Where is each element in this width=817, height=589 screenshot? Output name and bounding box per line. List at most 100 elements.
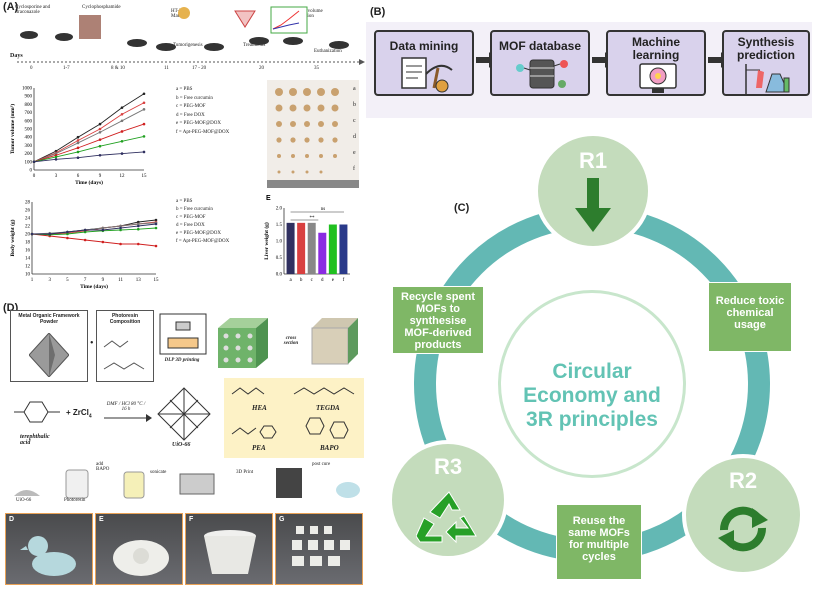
y-tick-label: 28 xyxy=(25,201,31,206)
data-point xyxy=(76,141,80,145)
data-point xyxy=(66,236,69,240)
legend-entry: d = Free DOX xyxy=(176,112,205,118)
legend-entry: c = PEG-MOF xyxy=(176,104,206,109)
resin-structure-icon xyxy=(103,340,145,370)
data-point xyxy=(136,227,140,231)
process-row: UiO-66 Photoresin add BAPO sonicate 3D P… xyxy=(10,460,370,510)
day-tick: 20 xyxy=(259,66,264,71)
timeline-step-7: Euthanization xyxy=(314,49,342,54)
data-point xyxy=(142,135,146,138)
synthesis-prediction-box: Synthesis prediction xyxy=(722,30,810,96)
y-tick-label: 16 xyxy=(25,249,31,254)
y-tick-label: 0.0 xyxy=(276,273,283,278)
y-tick-label: 600 xyxy=(25,119,33,124)
y-tick-label: 20 xyxy=(25,233,31,238)
x-tick-label: 1 xyxy=(31,278,34,283)
x-tick-label: f xyxy=(343,278,345,283)
process-illustration xyxy=(14,468,360,499)
series-line xyxy=(31,227,157,236)
data-point xyxy=(120,140,124,143)
tegda-label: TEGDA xyxy=(316,404,340,412)
x-tick-label: 13 xyxy=(136,278,142,283)
photoresin-label: Photoresin Composition xyxy=(109,313,141,325)
series-line xyxy=(32,223,157,235)
data-point xyxy=(54,155,58,159)
terephthalic-structure xyxy=(14,401,60,423)
terephthalic-label: terephthalic acid xyxy=(20,434,50,446)
day-tick: 1-7 xyxy=(63,66,70,71)
bar xyxy=(339,224,348,274)
photo-tag: G xyxy=(279,516,285,523)
legend-entry: e = PEG-MOF@DOX xyxy=(176,231,221,236)
tumor-legend: a = PBS b = Free curcumin c = PEG-MOF d … xyxy=(176,86,229,137)
bar xyxy=(318,232,327,274)
data-point xyxy=(119,242,122,246)
legend-entry: d = Free DOX xyxy=(176,223,205,228)
data-mining-icon xyxy=(401,57,453,93)
recycle-box: Recycle spent MOFs to synthesise MOF-der… xyxy=(392,286,484,354)
mof-database-label: MOF database xyxy=(498,39,582,53)
timeline: Cyclosporine and Itraconazole Cyclophosp… xyxy=(9,3,365,73)
y-tick-label: 18 xyxy=(25,241,31,246)
y-tick-label: 12 xyxy=(25,265,31,270)
days-label: Days xyxy=(10,53,23,59)
panel-a: (A) Cyclosporine and Itraconazole Cyclop… xyxy=(0,0,368,300)
turtle-icon xyxy=(113,540,169,576)
y-tick-label: 26 xyxy=(25,209,31,214)
legend-entry: b = Free curcumin xyxy=(176,207,213,212)
r1-label: R1 xyxy=(578,148,608,173)
cubes-icon xyxy=(292,526,350,566)
photo-row-label: c xyxy=(353,118,356,124)
pea-label: PEA xyxy=(252,444,266,452)
data-point xyxy=(83,228,87,232)
x-axis-label: Time (days) xyxy=(80,283,108,290)
data-point xyxy=(98,138,102,141)
x-tick-label: a xyxy=(289,278,292,283)
data-point xyxy=(120,106,124,109)
bar xyxy=(307,222,316,274)
day-tick: 17 - 20 xyxy=(192,66,207,71)
legend-entry: c = PEG-MOF xyxy=(176,215,206,220)
series-line xyxy=(33,151,145,163)
data-point xyxy=(120,112,124,116)
y-tick-label: 22 xyxy=(25,225,31,230)
data-point xyxy=(76,156,80,159)
series-line xyxy=(31,222,157,235)
x-tick-label: d xyxy=(321,278,324,283)
y-tick-label: 500 xyxy=(25,128,33,133)
conditions-label: DMF / HCl 80 °C / 16 h xyxy=(106,402,146,412)
r2-label: R2 xyxy=(728,468,758,493)
data-point xyxy=(154,226,158,230)
data-point xyxy=(98,122,102,126)
x-tick-label: 12 xyxy=(120,174,126,179)
data-point xyxy=(154,222,158,226)
day-tick: 11 xyxy=(164,66,169,71)
series-line xyxy=(33,102,145,163)
y-tick-label: 0.5 xyxy=(276,256,283,261)
process-step: post cure xyxy=(312,462,331,467)
photo-row-label: d xyxy=(353,134,356,140)
x-tick-label: 15 xyxy=(142,174,148,179)
legend-entry: e = PEG-MOF@DOX xyxy=(176,121,221,126)
panel-d: (D) Metal Organic Framework Powder • Pho… xyxy=(0,300,368,589)
synthesis-prediction-label: Synthesis prediction xyxy=(736,35,795,62)
y-tick-label: 700 xyxy=(25,111,33,116)
data-point xyxy=(30,232,34,236)
panel-c-letter: (C) xyxy=(454,202,470,214)
x-tick-label: 5 xyxy=(66,278,69,283)
bapo-label: BAPO xyxy=(320,444,339,452)
tumor-photo: a b c d e f xyxy=(267,80,359,188)
database-icon xyxy=(516,59,568,89)
mof-cube-icon xyxy=(218,318,268,368)
uio66-label: UiO-66 xyxy=(172,442,191,448)
days-axis xyxy=(17,59,365,65)
timeline-illustration xyxy=(20,6,349,51)
x-tick-label: 11 xyxy=(118,278,123,283)
x-tick-label: b xyxy=(300,278,303,283)
timeline-step-1: Cyclosporine and Itraconazole xyxy=(15,5,51,15)
data-point xyxy=(142,108,146,111)
photo-row-label: b xyxy=(353,102,356,108)
data-mining-box: Data mining xyxy=(374,30,474,96)
mof-powder-box: Metal Organic Framework Powder xyxy=(10,310,88,382)
